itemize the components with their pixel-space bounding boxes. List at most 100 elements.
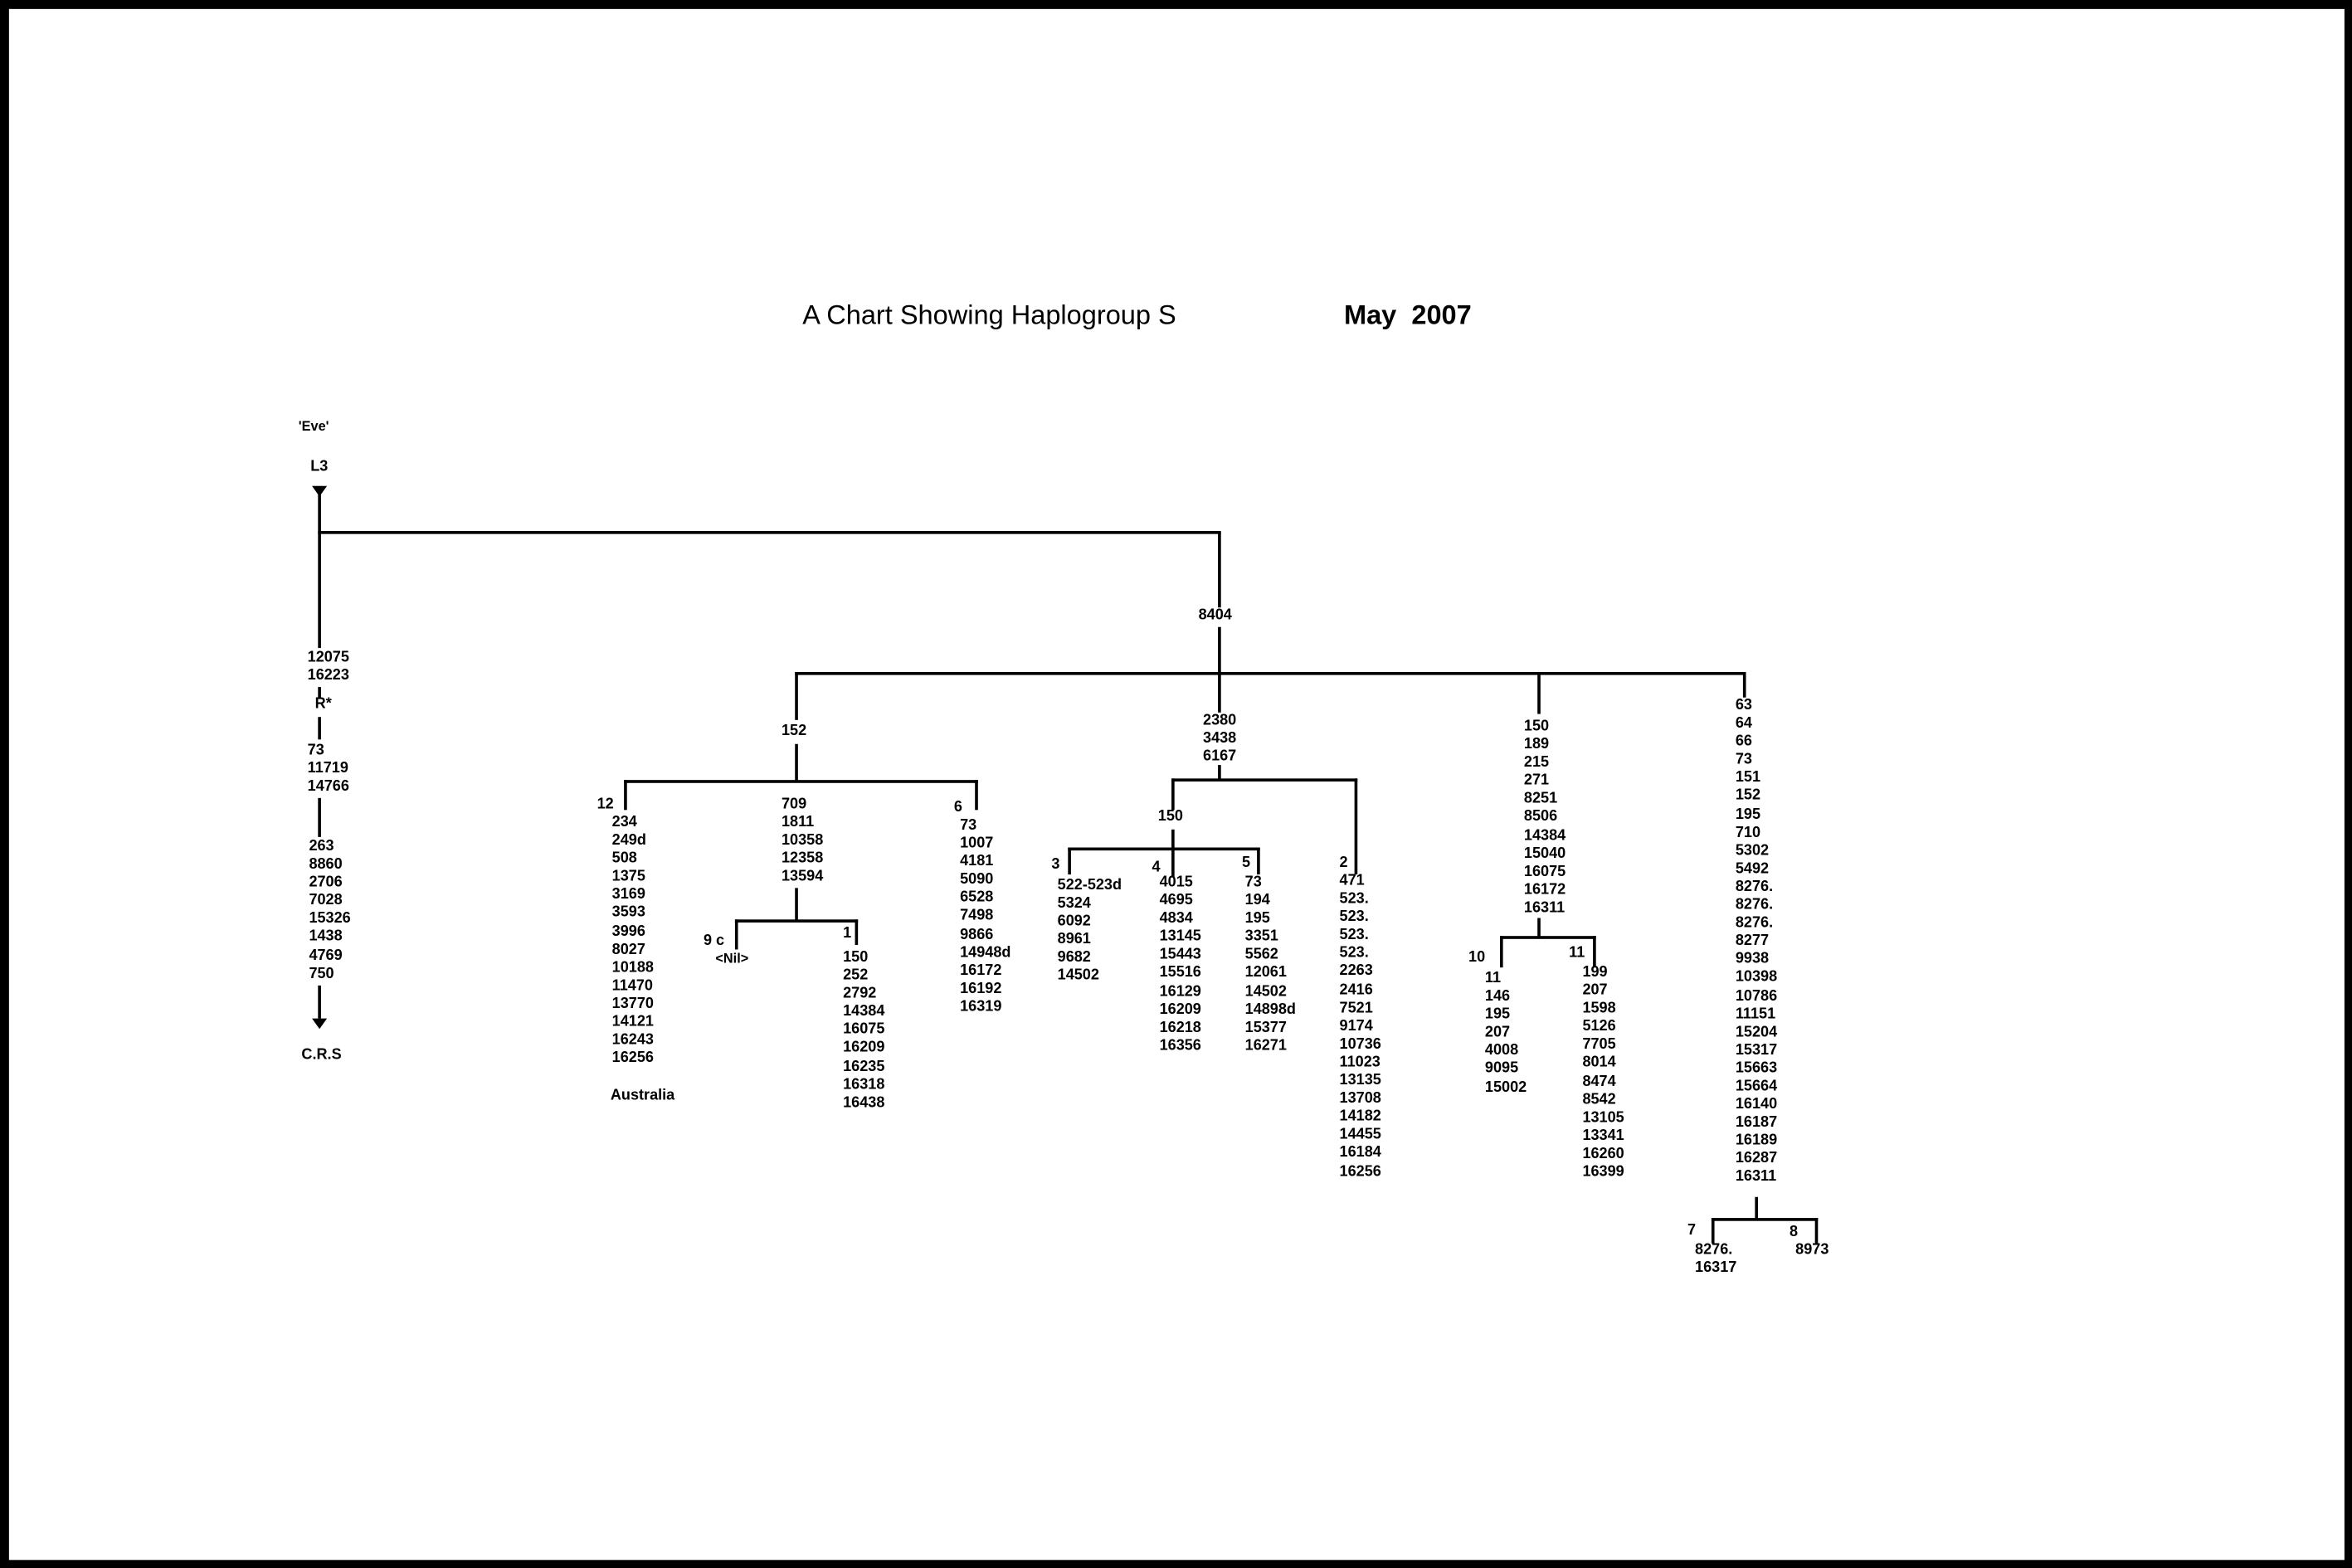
branch-line bbox=[1218, 626, 1221, 674]
chart-title: A Chart Showing Haplogroup S bbox=[802, 299, 1176, 330]
mutation: 7028 bbox=[309, 893, 343, 910]
mutation: 16223 bbox=[307, 667, 349, 684]
eve-label: 'Eve' bbox=[298, 418, 329, 434]
branch-line bbox=[1171, 778, 1358, 782]
crs-label: C.R.S bbox=[301, 1046, 342, 1064]
mutation: 1375 bbox=[611, 869, 645, 886]
mutation: 4834 bbox=[1159, 910, 1193, 928]
mutation: 4181 bbox=[960, 854, 994, 870]
subclade-3-label: 3 bbox=[1051, 856, 1060, 874]
branch-line bbox=[1742, 671, 1746, 698]
branch-line bbox=[624, 780, 627, 811]
mutation: 16287 bbox=[1735, 1151, 1778, 1168]
mutation: 14455 bbox=[1339, 1127, 1381, 1144]
mutation: 63 bbox=[1735, 697, 1752, 714]
mutation-list-s9: <Nil> bbox=[715, 949, 748, 967]
mutation: 14948d bbox=[960, 944, 1011, 962]
mutation: 16271 bbox=[1244, 1037, 1287, 1054]
mutation: 150 bbox=[1523, 718, 1550, 735]
mutation: 8276. bbox=[1735, 915, 1774, 932]
mutation: 16260 bbox=[1582, 1146, 1624, 1163]
r-star-label: R* bbox=[314, 695, 332, 713]
branch-line bbox=[318, 985, 321, 1019]
mutation: 16129 bbox=[1159, 983, 1201, 1001]
mutation: 2263 bbox=[1339, 963, 1373, 981]
mutation: 10786 bbox=[1735, 987, 1778, 1005]
mutation: 150 bbox=[843, 949, 869, 967]
mutation: 3438 bbox=[1203, 730, 1237, 747]
branch-line bbox=[975, 780, 978, 811]
mutation: 14182 bbox=[1339, 1108, 1381, 1126]
mutation: 14766 bbox=[307, 778, 349, 796]
mutation: 16356 bbox=[1159, 1037, 1201, 1054]
mutation: 207 bbox=[1484, 1025, 1511, 1042]
mutation: 8973 bbox=[1795, 1242, 1829, 1259]
mutation: 2792 bbox=[843, 986, 877, 1003]
mutation: 523. bbox=[1339, 945, 1369, 962]
mutation: 8961 bbox=[1057, 932, 1091, 949]
mutation: 271 bbox=[1523, 772, 1550, 790]
mutation: 73 bbox=[307, 742, 324, 759]
mutation: 146 bbox=[1484, 988, 1511, 1006]
mutation: 11719 bbox=[307, 760, 348, 777]
branch-line bbox=[1537, 918, 1541, 937]
mutation: 12358 bbox=[781, 850, 824, 868]
mutation: 207 bbox=[1582, 982, 1608, 1000]
mutation: 1438 bbox=[309, 928, 343, 946]
mutation: 710 bbox=[1735, 824, 1761, 841]
mutation: 15377 bbox=[1244, 1019, 1287, 1036]
subclade-10-label: 10 bbox=[1468, 949, 1486, 967]
mutation: 15663 bbox=[1735, 1060, 1778, 1077]
mutation: 7498 bbox=[960, 908, 994, 925]
mutation: 252 bbox=[843, 967, 869, 985]
mutation: 64 bbox=[1735, 715, 1752, 733]
mutation: 2706 bbox=[309, 874, 343, 892]
mutation: 16243 bbox=[611, 1032, 654, 1049]
mutation: 471 bbox=[1339, 873, 1365, 890]
branch-line bbox=[1171, 829, 1175, 878]
mutation: 16311 bbox=[1523, 899, 1566, 917]
branch-line bbox=[318, 687, 321, 698]
subclade-7-label: 7 bbox=[1687, 1222, 1697, 1239]
mutation: 11 bbox=[1484, 970, 1502, 987]
branch-line bbox=[318, 531, 1221, 534]
mutation: 16317 bbox=[1695, 1259, 1737, 1277]
branch-line bbox=[734, 919, 738, 950]
node-150-label: 150 bbox=[1157, 808, 1183, 825]
mutation: 151 bbox=[1735, 770, 1761, 787]
mutation: 3169 bbox=[611, 887, 645, 904]
mutation: 234 bbox=[611, 814, 637, 831]
mutation: 4695 bbox=[1159, 892, 1193, 909]
mutation: 9174 bbox=[1339, 1018, 1373, 1035]
mutation: 4769 bbox=[309, 947, 343, 964]
mutation: 10188 bbox=[611, 959, 654, 976]
branch-line bbox=[1218, 671, 1221, 713]
mutation: 16184 bbox=[1339, 1145, 1381, 1162]
mutation: 8506 bbox=[1523, 809, 1558, 826]
node-152-label: 152 bbox=[781, 723, 807, 740]
branch-line bbox=[1257, 847, 1260, 875]
mutation: 12075 bbox=[307, 649, 349, 666]
chart-paper bbox=[8, 8, 2345, 1561]
mutation: 16187 bbox=[1735, 1114, 1778, 1132]
mutation: 8276. bbox=[1695, 1242, 1733, 1259]
branch-line bbox=[1171, 778, 1175, 811]
branch-line bbox=[1755, 1196, 1758, 1220]
branch-line bbox=[795, 671, 798, 720]
mutation: 8474 bbox=[1582, 1073, 1616, 1090]
mutation: 14502 bbox=[1244, 983, 1287, 1001]
branch-line bbox=[795, 671, 1746, 675]
branch-line bbox=[1218, 765, 1221, 781]
mutation: 8276. bbox=[1735, 897, 1774, 914]
mutation: 1007 bbox=[960, 835, 994, 853]
mutation: 16235 bbox=[843, 1058, 885, 1075]
region-label: Australia bbox=[610, 1087, 675, 1104]
mutation: 8277 bbox=[1735, 933, 1770, 950]
branch-line bbox=[1068, 847, 1260, 851]
mutation: 523. bbox=[1339, 891, 1369, 908]
mutation: 13135 bbox=[1339, 1072, 1381, 1089]
